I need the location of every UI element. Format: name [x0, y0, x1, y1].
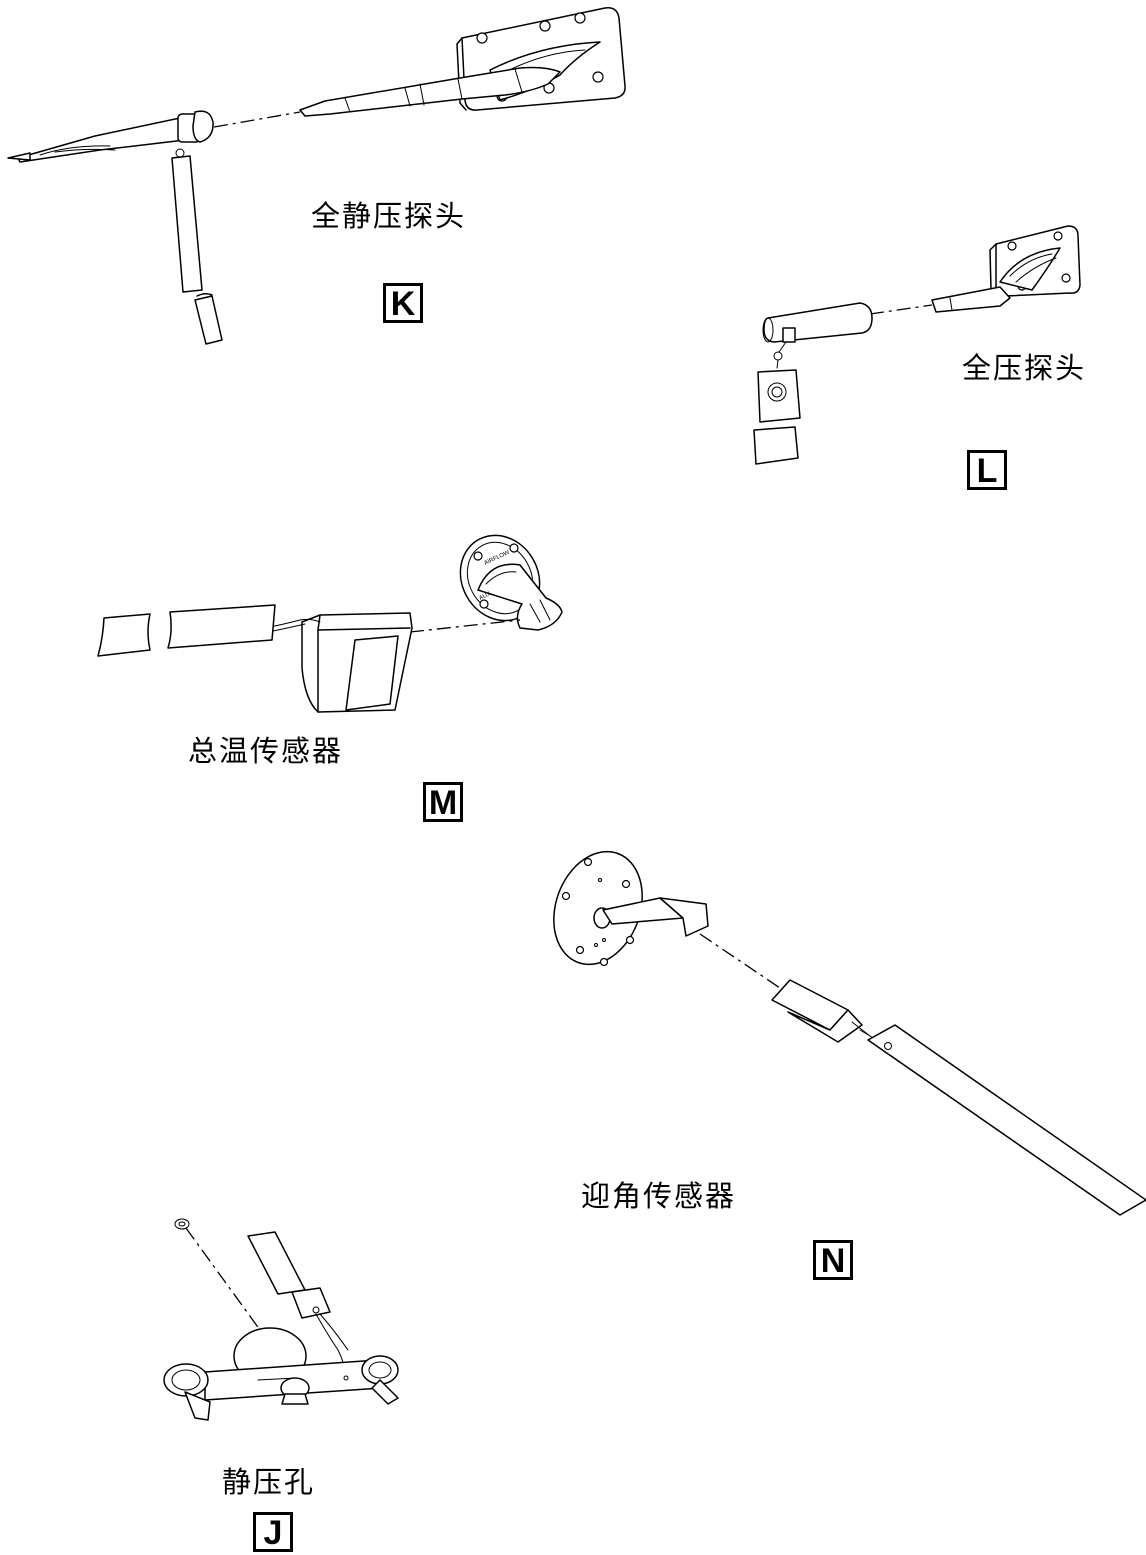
- angle-of-attack-sensor-drawing: [553, 850, 1146, 1216]
- total-temperature-sensor-letter: M: [423, 782, 463, 822]
- angle-of-attack-sensor-caption: 迎角传感器: [581, 1179, 737, 1213]
- total-temperature-sensor-caption: 总温传感器: [188, 734, 344, 768]
- pitot-probe-drawing: [753, 225, 1081, 465]
- pitot-probe-letter: L: [967, 450, 1007, 490]
- aux-marking: AUX: [478, 591, 492, 602]
- static-port-caption: 静压孔: [222, 1465, 316, 1499]
- pitot-probe-caption: 全压探头: [962, 351, 1087, 385]
- total-temperature-sensor-drawing: AIRFLOW AUX: [97, 534, 563, 713]
- pitot-static-probe-caption: 全静压探头: [311, 199, 467, 233]
- static-port-drawing: [163, 1218, 399, 1421]
- pitot-static-probe-letter: K: [383, 283, 423, 323]
- pitot-static-probe-drawing: [7, 6, 626, 345]
- angle-of-attack-sensor-letter: N: [813, 1240, 853, 1280]
- static-port-letter: J: [253, 1512, 293, 1552]
